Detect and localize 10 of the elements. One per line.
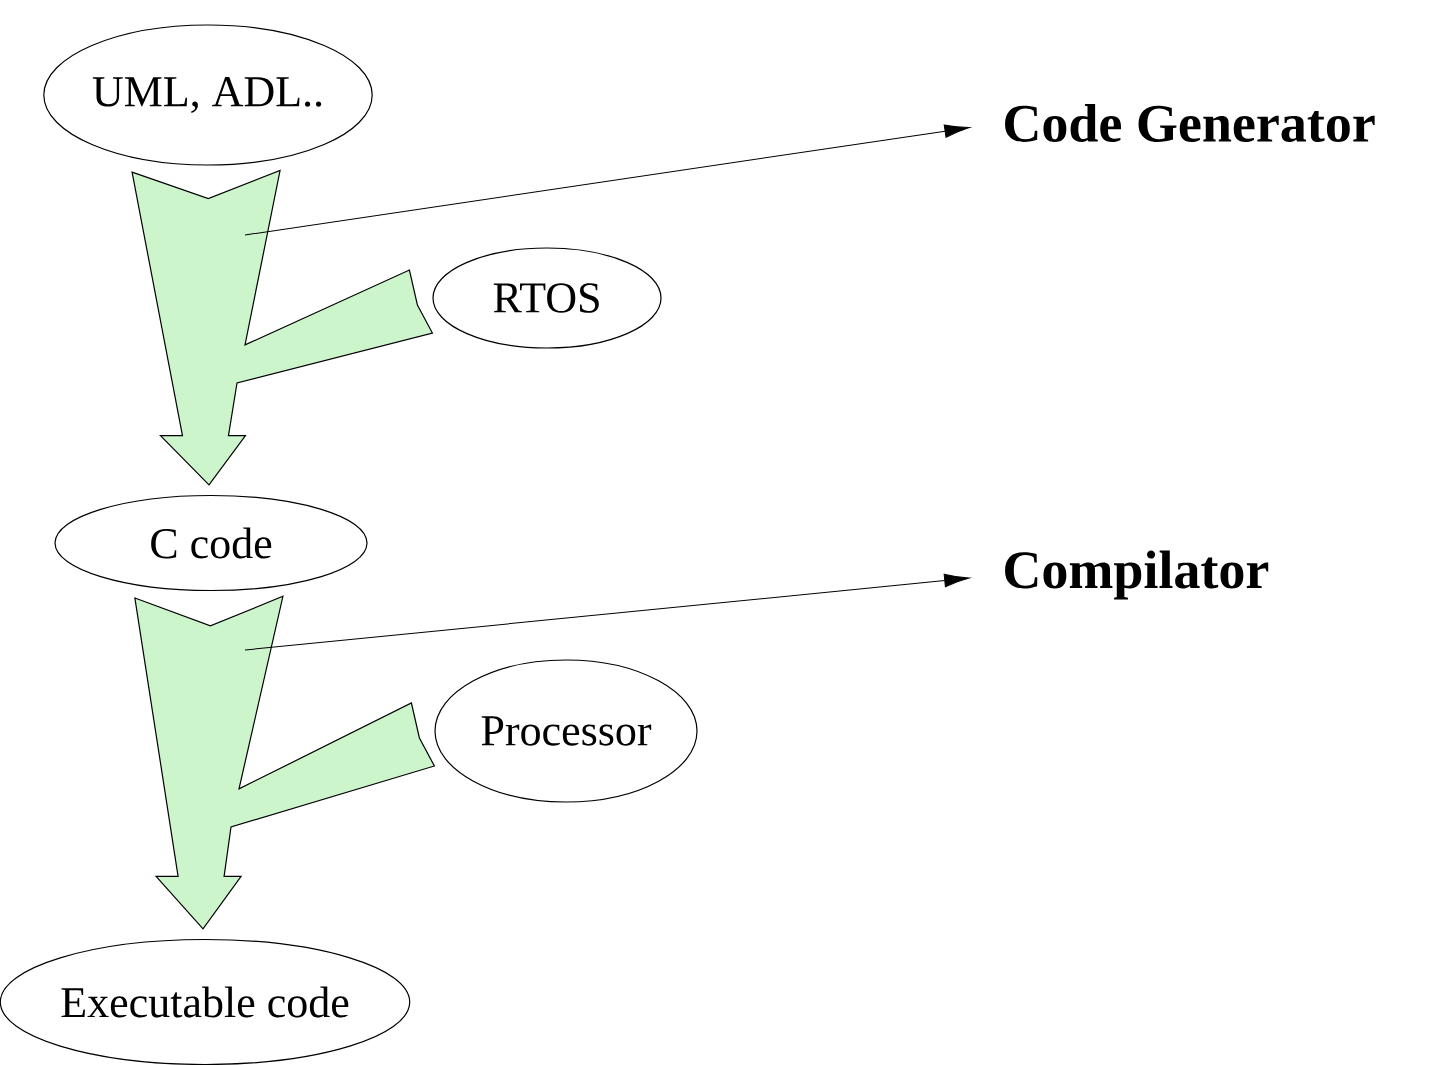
heading-text: Code Generator [1005,104,1375,142]
ellipse-node: UML, ADL.. [43,24,373,166]
block-arrow [134,595,436,930]
arrow [244,573,970,651]
ellipse-node: RTOS [432,247,662,349]
ellipse-node: Processor [434,659,698,803]
ellipse-node: C code [54,494,368,592]
block-arrow [131,169,434,486]
heading-text: Compilator [1005,550,1269,600]
arrow [244,124,970,236]
